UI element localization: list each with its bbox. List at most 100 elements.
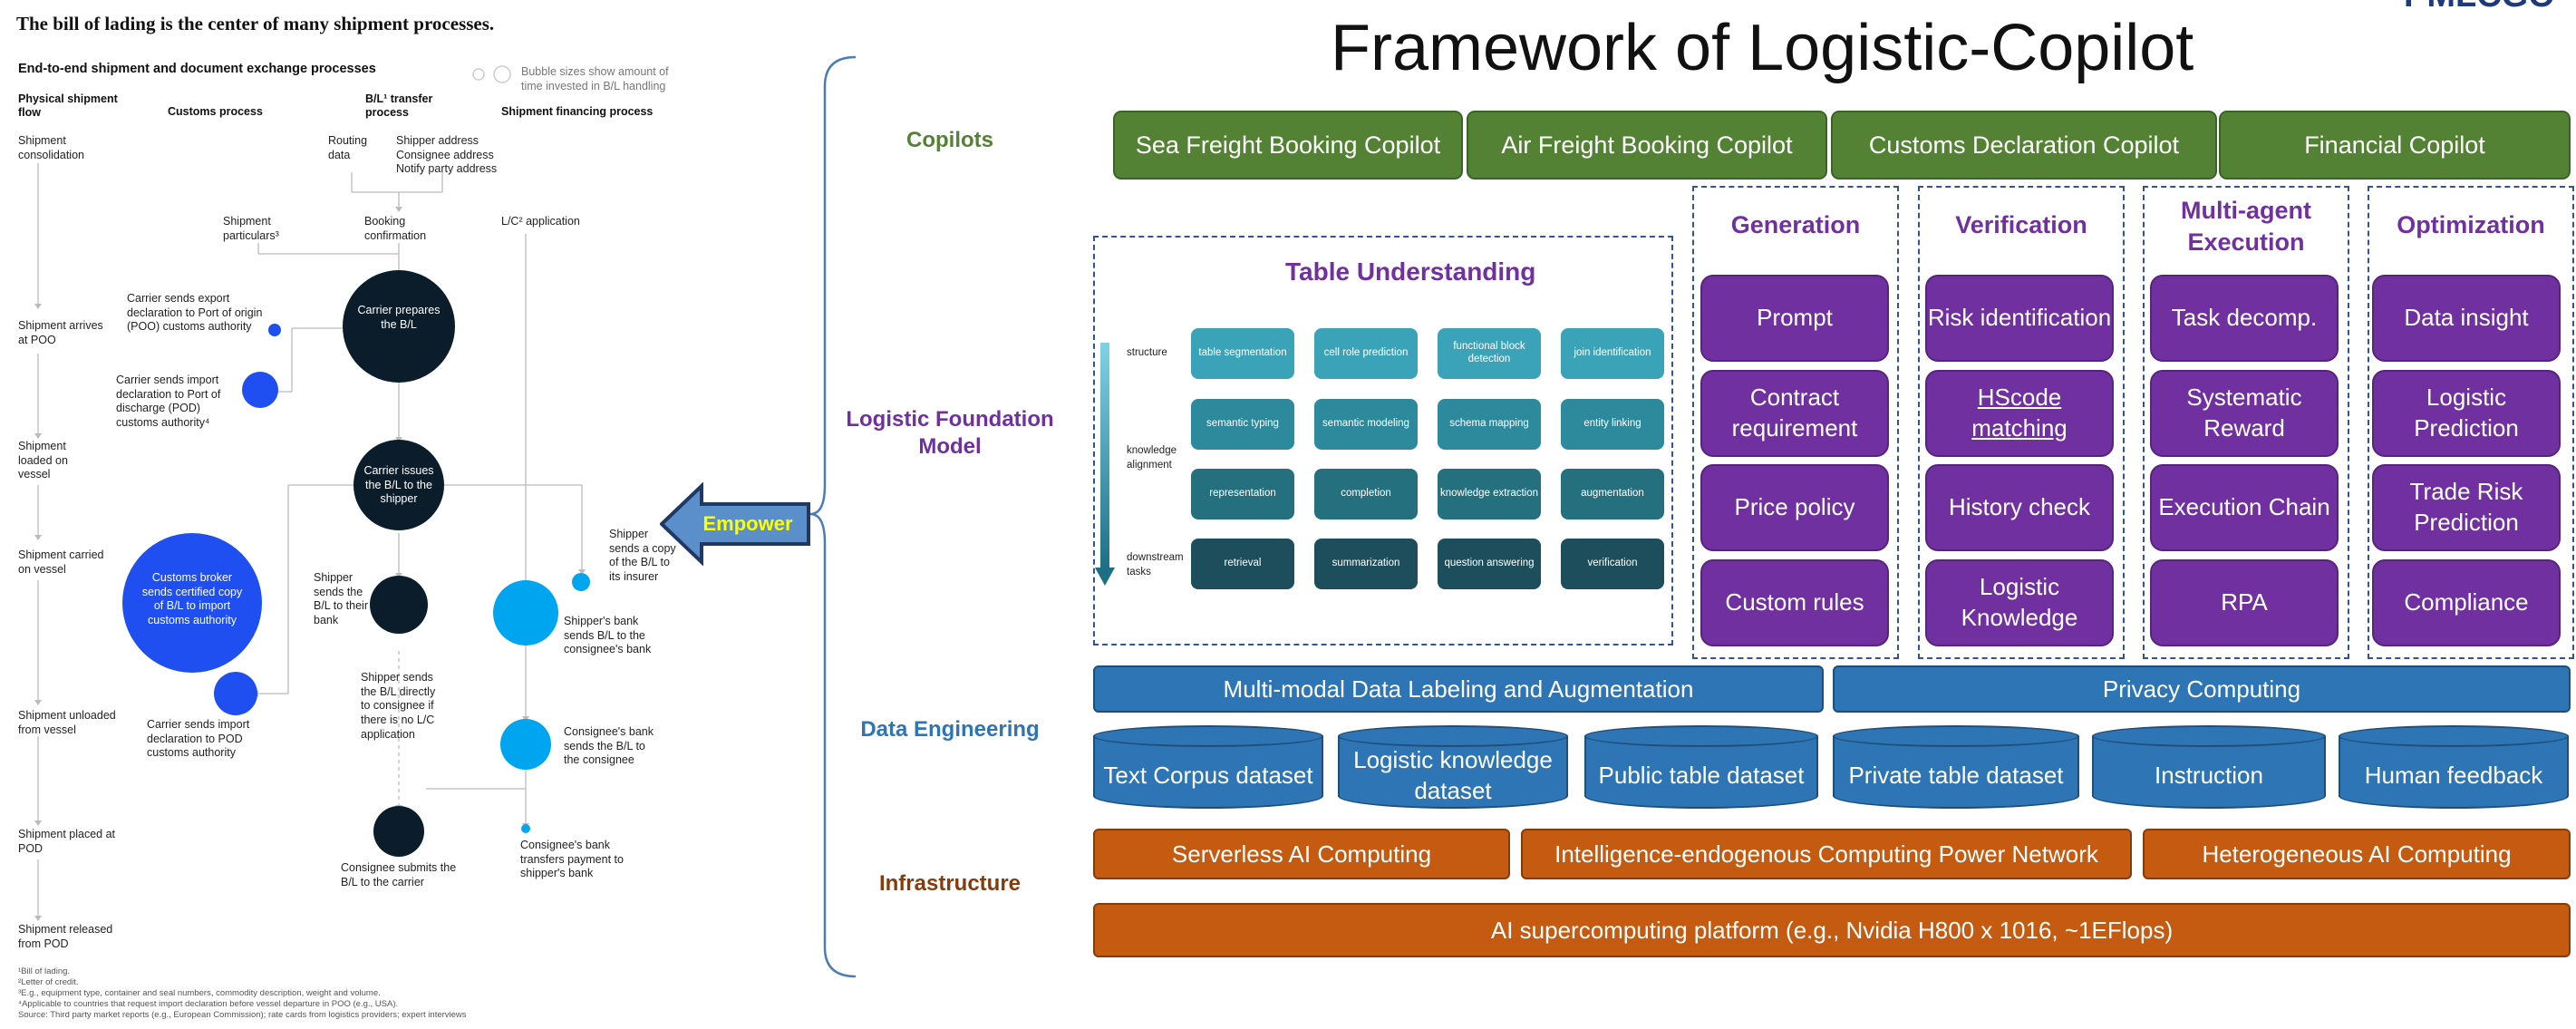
consignees-bank-text: Consignee's bank sends the B/L to the co… xyxy=(564,725,654,767)
dataset-cylinder: Private table dataset xyxy=(1833,725,2079,809)
copilot-air-freight: Air Freight Booking Copilot xyxy=(1467,111,1827,180)
row-label-downstream: downstream tasks xyxy=(1127,552,1184,578)
bill-of-lading-panel: The bill of lading is the center of many… xyxy=(0,0,816,1029)
verification-item: History check xyxy=(1925,464,2114,551)
footnote-2: ²Letter of credit. xyxy=(18,977,79,987)
step-placed: Shipment placed at POD xyxy=(18,828,116,855)
shipper-direct-text: Shipper sends the B/L directly to consig… xyxy=(361,671,436,741)
column-header-physical: Physical shipment flow xyxy=(18,92,118,119)
tu-cell: retrieval xyxy=(1191,539,1294,589)
shipment-particulars: Shipment particulars³ xyxy=(223,215,279,242)
tu-cell: augmentation xyxy=(1561,469,1664,519)
multi-agent-item: RPA xyxy=(2150,559,2339,646)
panel-subtitle: End-to-end shipment and document exchang… xyxy=(18,62,376,76)
step-released: Shipment released from POD xyxy=(18,923,113,950)
column-header-financing: Shipment financing process xyxy=(501,105,654,118)
carrier-prepares-bubble: Carrier prepares the B/L xyxy=(357,304,441,331)
tu-cell: functional block detection xyxy=(1438,328,1541,379)
dataset-cylinder: Text Corpus dataset xyxy=(1093,725,1323,809)
verification-item: Risk identification xyxy=(1925,275,2114,362)
framework-title: Framework of Logistic-Copilot xyxy=(1331,12,2194,84)
corner-text: PMLCGO xyxy=(2404,0,2555,15)
import-declaration-pod-text: Carrier sends import declaration to POD … xyxy=(147,718,250,760)
tu-cell: completion xyxy=(1314,469,1418,519)
tu-cell: join identification xyxy=(1561,328,1664,379)
import-declaration-poo-text: Carrier sends import declaration to Port… xyxy=(116,374,221,429)
verification-box xyxy=(1918,186,2125,659)
tu-cell: cell role prediction xyxy=(1314,328,1418,379)
step-unloaded: Shipment unloaded from vessel xyxy=(18,709,116,736)
computing-power-network-bar: Intelligence-endogenous Computing Power … xyxy=(1521,829,2132,879)
consignees-bank-transfer-text: Consignee's bank transfers payment to sh… xyxy=(520,839,624,880)
tu-cell: question answering xyxy=(1438,539,1541,589)
brace-divider xyxy=(809,55,857,978)
shipper-address: Shipper address Consignee address Notify… xyxy=(396,134,498,176)
verification-item: HScode matching xyxy=(1925,370,2114,457)
tu-cell: summarization xyxy=(1314,539,1418,589)
tu-cell: semantic modeling xyxy=(1314,399,1418,450)
export-declaration-text: Carrier sends export declaration to Port… xyxy=(127,292,263,334)
tu-cell: verification xyxy=(1561,539,1664,589)
shippers-bank-text: Shipper's bank sends B/L to the consigne… xyxy=(564,615,652,656)
process-connectors xyxy=(34,65,590,921)
data-labeling-bar: Multi-modal Data Labeling and Augmentati… xyxy=(1093,665,1824,713)
consignee-submits-text: Consignee submits the B/L to the carrier xyxy=(341,861,457,888)
empower-arrow xyxy=(660,482,810,566)
shipper-insurer-text: Shipper sends a copy of the B/L to its i… xyxy=(609,528,676,583)
heterogeneous-ai-bar: Heterogeneous AI Computing xyxy=(2143,829,2571,879)
multi-agent-box xyxy=(2143,186,2349,659)
footnote-3: ³E.g., equipment type, container and sea… xyxy=(18,988,381,998)
panel-title: The bill of lading is the center of many… xyxy=(16,13,495,34)
multi-agent-item: Systematic Reward xyxy=(2150,370,2339,457)
bubble-size-note: Bubble sizes show amount of time investe… xyxy=(521,65,669,92)
generation-item: Custom rules xyxy=(1700,559,1889,646)
optimization-item: Logistic Prediction xyxy=(2372,370,2561,457)
optimization-box xyxy=(2368,186,2574,659)
table-understanding-box xyxy=(1093,236,1673,646)
routing-data: Routing data xyxy=(328,134,368,161)
step-arrives-poo: Shipment arrives at POO xyxy=(18,319,103,346)
row-label-structure: structure xyxy=(1127,347,1167,358)
dataset-cylinder: Public table dataset xyxy=(1584,725,1818,809)
customs-broker-bubble: Customs broker sends certified copy of B… xyxy=(141,571,243,626)
generation-item: Contract requirement xyxy=(1700,370,1889,457)
generation-box xyxy=(1692,186,1899,659)
column-title-generation: Generation xyxy=(1730,211,1861,238)
tu-cell: schema mapping xyxy=(1438,399,1541,450)
generation-item: Price policy xyxy=(1700,464,1889,551)
copilot-sea-freight: Sea Freight Booking Copilot xyxy=(1113,111,1463,180)
optimization-item: Data insight xyxy=(2372,275,2561,362)
tu-cell: semantic typing xyxy=(1191,399,1294,450)
tu-cell: representation xyxy=(1191,469,1294,519)
column-title-optimization: Optimization xyxy=(2397,211,2545,238)
tu-cell: knowledge extraction xyxy=(1438,469,1541,519)
column-title-multi-agent: Multi-agent Execution xyxy=(2181,197,2311,257)
ai-supercomputing-platform-bar: AI supercomputing platform (e.g., Nvidia… xyxy=(1093,903,2571,957)
privacy-computing-bar: Privacy Computing xyxy=(1833,665,2571,713)
column-header-bl-transfer: B/L¹ transfer process xyxy=(365,92,433,119)
multi-agent-item: Execution Chain xyxy=(2150,464,2339,551)
verification-item: Logistic Knowledge xyxy=(1925,559,2114,646)
optimization-item: Compliance xyxy=(2372,559,2561,646)
lc-application: L/C² application xyxy=(501,215,580,228)
step-loaded: Shipment loaded on vessel xyxy=(18,440,68,481)
copilot-financial: Financial Copilot xyxy=(2219,111,2571,180)
optimization-item: Trade Risk Prediction xyxy=(2372,464,2561,551)
layer-label-data-engineering: Data Engineering xyxy=(860,717,1040,742)
layer-label-copilots: Copilots xyxy=(906,128,993,152)
carrier-issues-bubble: Carrier issues the B/L to the shipper xyxy=(363,464,434,506)
multi-agent-item: Task decomp. xyxy=(2150,275,2339,362)
footnote-source: Source: Third party market reports (e.g.… xyxy=(18,1010,467,1020)
tu-cell: entity linking xyxy=(1561,399,1664,450)
row-label-knowledge-alignment: knowledge alignment xyxy=(1127,445,1177,471)
column-title-verification: Verification xyxy=(1955,211,2087,238)
dataset-cylinder: Logistic knowledge dataset xyxy=(1338,725,1568,809)
empower-label: Empower xyxy=(702,512,793,535)
table-understanding-title: Table Understanding xyxy=(1285,257,1536,286)
dataset-cylinder: Human feedback xyxy=(2339,725,2569,809)
generation-item: Prompt xyxy=(1700,275,1889,362)
layer-label-foundation: Logistic Foundation Model xyxy=(846,407,1054,459)
step-carried: Shipment carried on vessel xyxy=(18,548,104,576)
layer-label-infrastructure: Infrastructure xyxy=(878,871,1022,896)
serverless-ai-bar: Serverless AI Computing xyxy=(1093,829,1510,879)
